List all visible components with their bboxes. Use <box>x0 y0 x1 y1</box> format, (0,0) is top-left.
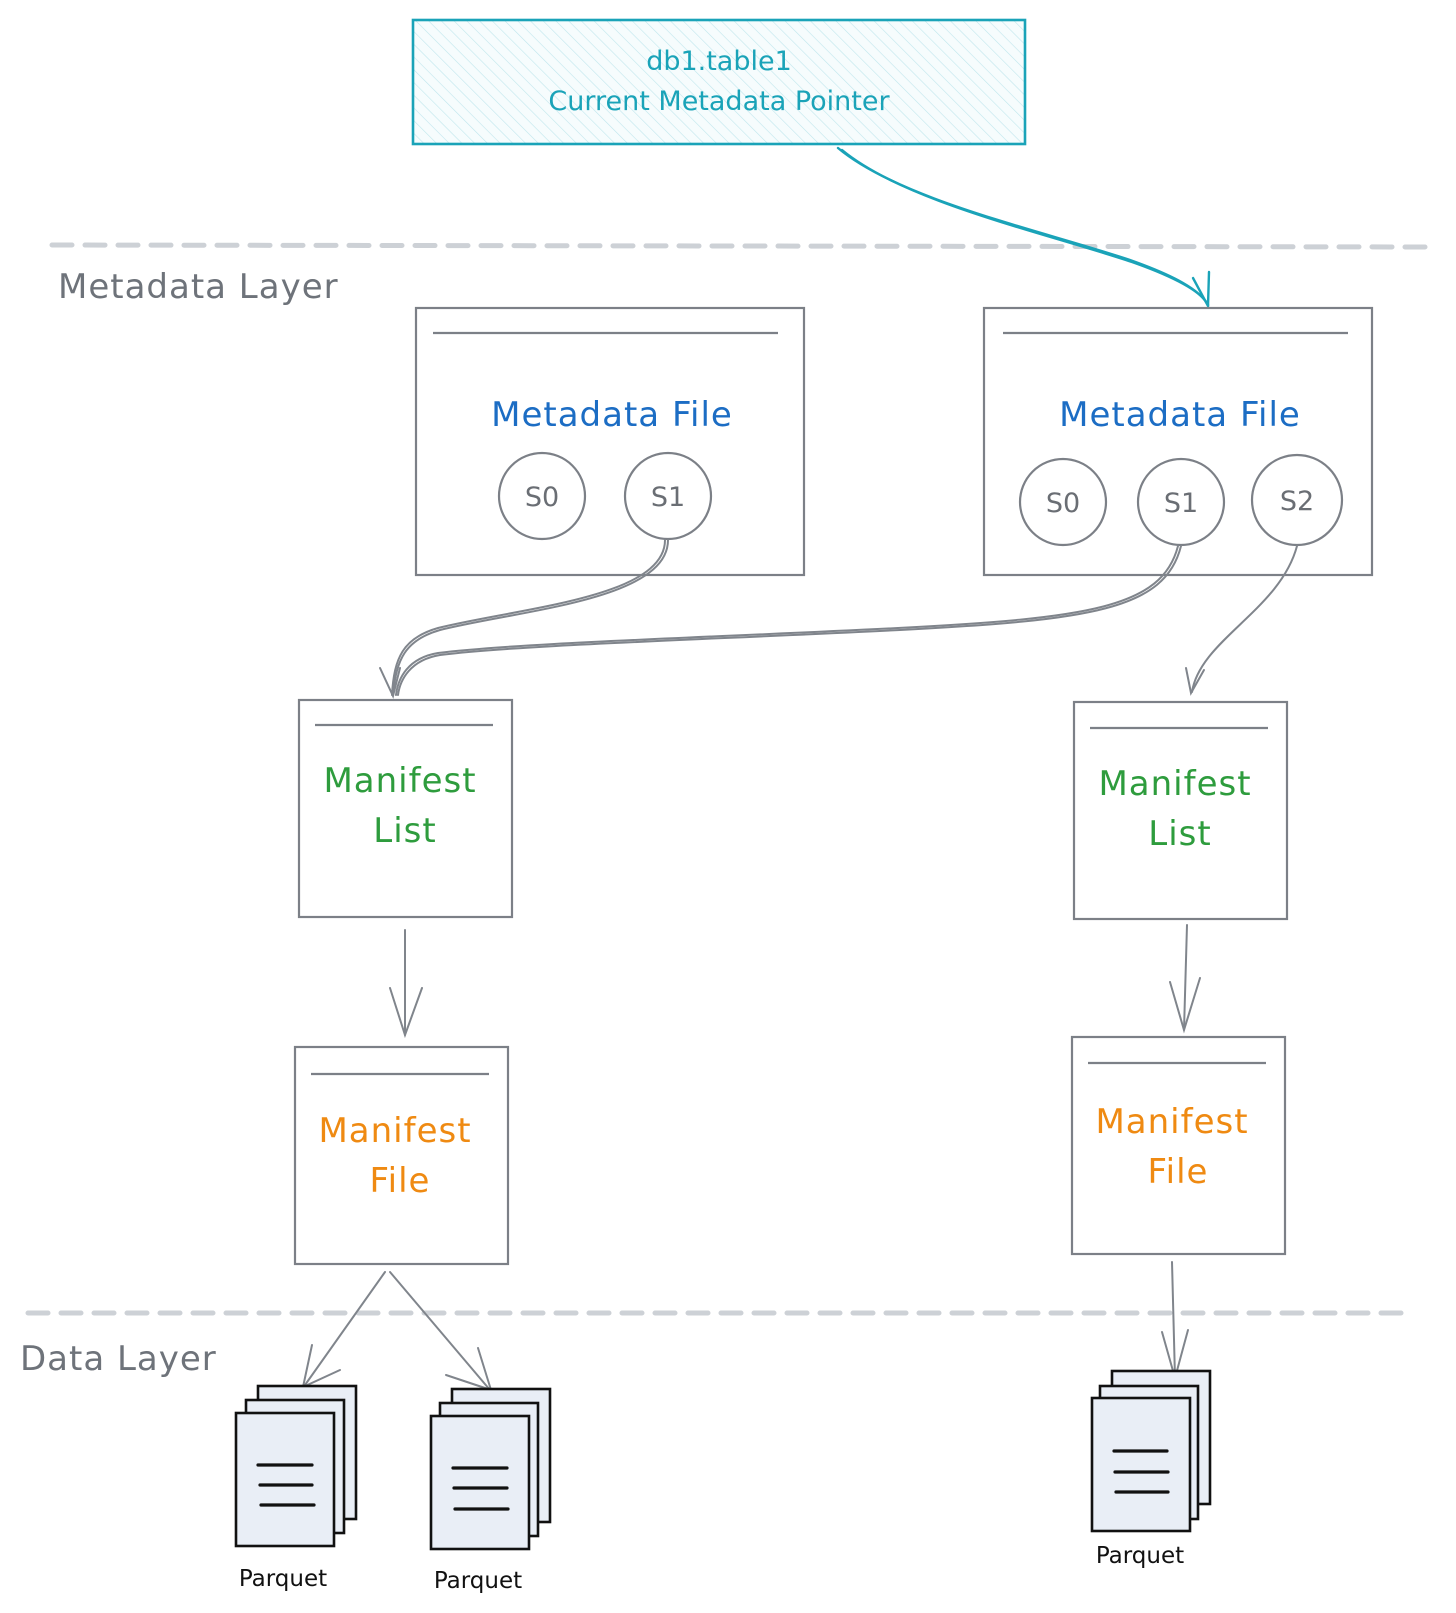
svg-text:Manifest: Manifest <box>1098 764 1251 804</box>
metadata-file-2[interactable]: Metadata File S0 S1 S2 <box>982 306 1374 577</box>
snapshot-s2[interactable]: S2 <box>1250 453 1344 547</box>
svg-text:Manifest: Manifest <box>318 1111 471 1151</box>
current-metadata-pointer[interactable]: db1.table1 Current Metadata Pointer <box>411 18 1027 146</box>
parquet-label: Parquet <box>434 1568 522 1594</box>
svg-text:File: File <box>370 1161 431 1201</box>
svg-text:List: List <box>1148 814 1211 854</box>
parquet-label: Parquet <box>1096 1543 1184 1569</box>
metadata-layer-label: Metadata Layer <box>58 267 339 307</box>
pointer-label: Current Metadata Pointer <box>548 86 890 117</box>
manifest-file-2[interactable]: Manifest File <box>1070 1035 1287 1256</box>
svg-text:Manifest: Manifest <box>1095 1102 1248 1142</box>
snapshot-s0[interactable]: S0 <box>1018 457 1108 547</box>
svg-text:S0: S0 <box>525 482 559 513</box>
snapshot-s1[interactable]: S1 <box>623 451 713 541</box>
metadata-file-1-label: Metadata File <box>491 395 733 435</box>
manifest-list-1[interactable]: Manifest List <box>297 698 514 919</box>
svg-text:S1: S1 <box>1164 488 1198 519</box>
pointer-table-name: db1.table1 <box>646 46 792 77</box>
metadata-file-1[interactable]: Metadata File S0 S1 <box>414 306 806 577</box>
parquet-stack-icon <box>429 1387 552 1551</box>
manifest-list-2[interactable]: Manifest List <box>1072 700 1289 921</box>
metadata-layer-separator <box>49 242 1435 250</box>
snapshot-s1[interactable]: S1 <box>1136 457 1226 547</box>
parquet-stack-icon <box>1090 1369 1212 1533</box>
snapshot-s0[interactable]: S0 <box>497 451 587 541</box>
parquet-label: Parquet <box>239 1566 327 1592</box>
svg-text:List: List <box>373 811 436 851</box>
data-layer-label: Data Layer <box>20 1339 217 1379</box>
svg-text:Manifest: Manifest <box>323 761 476 801</box>
manifest-file-1[interactable]: Manifest File <box>293 1045 510 1266</box>
metadata-file-2-label: Metadata File <box>1059 395 1301 435</box>
pointer-arrow <box>836 146 1211 311</box>
parquet-stack-icon <box>234 1384 358 1548</box>
parquet-file-1[interactable]: Parquet <box>234 1384 358 1592</box>
svg-text:S1: S1 <box>651 482 685 513</box>
svg-text:S0: S0 <box>1046 488 1080 519</box>
svg-text:S2: S2 <box>1280 486 1314 517</box>
manifest-list-arrows <box>389 924 1201 1039</box>
svg-text:File: File <box>1148 1152 1209 1192</box>
parquet-file-2[interactable]: Parquet <box>429 1387 552 1594</box>
snapshot-arrows <box>379 539 1298 699</box>
manifest-file-arrows <box>301 1261 1189 1392</box>
parquet-file-3[interactable]: Parquet <box>1090 1369 1212 1569</box>
